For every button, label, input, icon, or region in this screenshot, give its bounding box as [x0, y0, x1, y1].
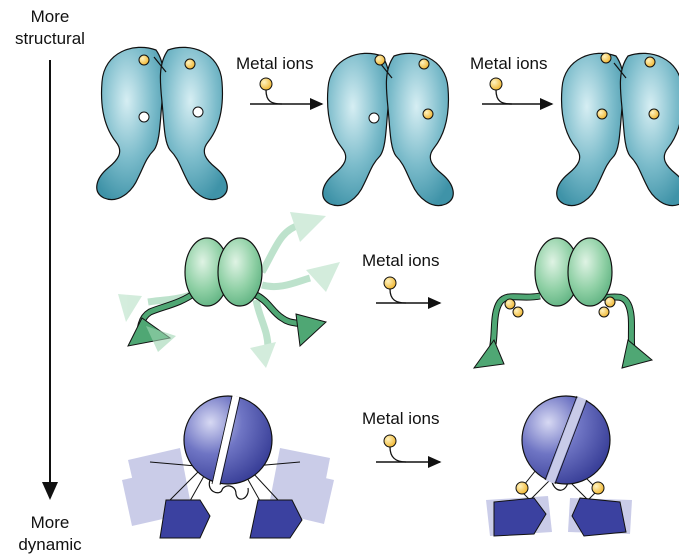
green-dimer-unbound: [118, 212, 340, 368]
teal-dimer-2: [323, 53, 453, 205]
reaction-arrow-r1a: [250, 78, 322, 104]
ion-icon: [260, 78, 272, 90]
teal-dimer-3: [557, 53, 679, 206]
ion-icon: [490, 78, 502, 90]
green-dimer-bound: [474, 238, 652, 368]
ion-icon: [384, 277, 396, 289]
reaction-arrow-r2: [376, 277, 440, 303]
ion-icon: [384, 435, 396, 447]
purple-complex-unbound: [122, 396, 334, 538]
reaction-arrow-r1b: [482, 78, 552, 104]
reaction-arrow-r3: [376, 435, 440, 462]
purple-complex-bound: [486, 396, 632, 536]
teal-dimer-1: [97, 47, 227, 199]
